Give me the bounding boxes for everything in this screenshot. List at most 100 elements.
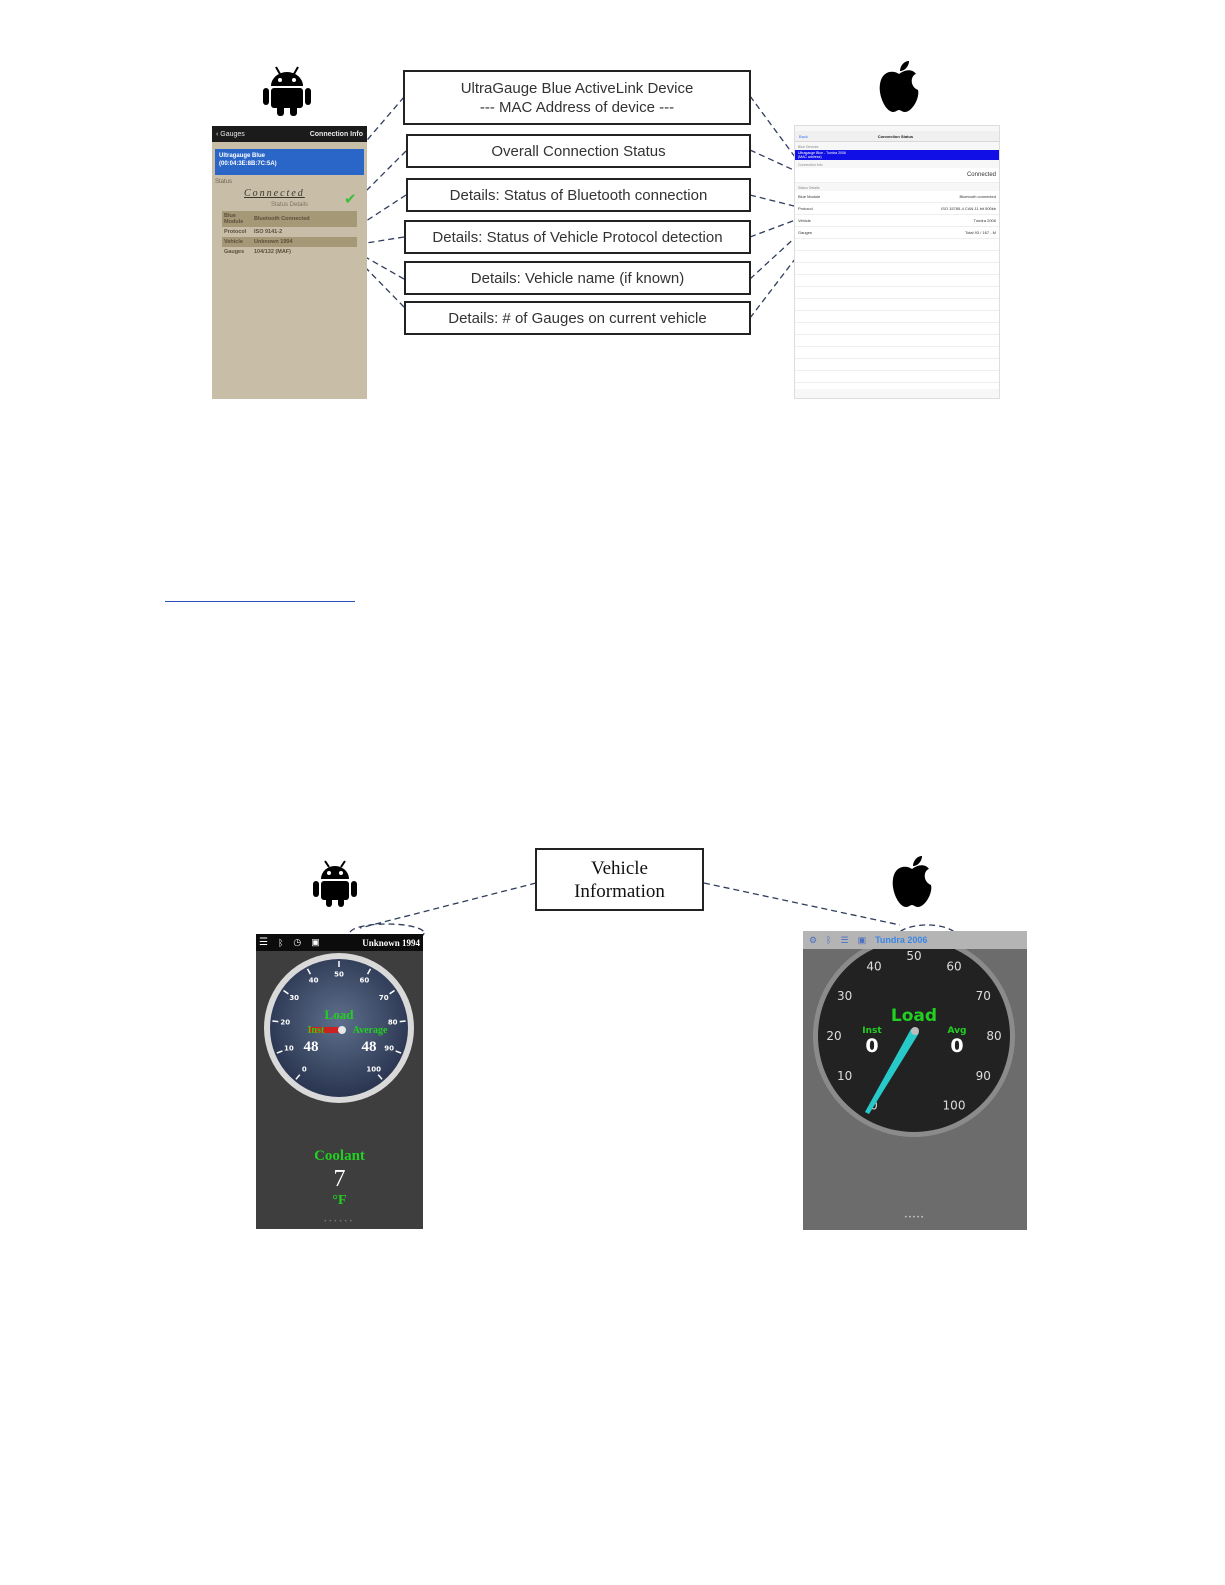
detail-key: Gauges [798,230,813,235]
back-label: Gauges [220,130,245,138]
detail-value: ISO 9141-2 [254,229,283,235]
gauge-title: Load [325,1007,355,1022]
callout-text: Details: # of Gauges on current vehicle [448,309,707,327]
device-mac: (00:04:3E:8B:7C:5A) [219,161,277,167]
clock-icon[interactable]: ◷ [293,937,302,947]
ios-nav-bar: Back Connection Status [795,131,999,142]
status-value: Connected [244,188,305,199]
detail-value: 104/132 (MAF) [254,249,291,255]
vehicle-icon[interactable]: ▣ [857,934,867,945]
hyperlink-underline[interactable] [165,601,355,602]
detail-value: ISO 15765-4 CAN 11 bit 500kb [941,206,996,211]
android-top-bar: ‹ Gauges Connection Info [212,126,367,142]
gauge-tick-label: 90 [976,1069,991,1083]
section-header: Blue Devices [798,145,819,149]
gauge-tick-mark [295,1074,301,1080]
detail-value: Unknown 1994 [254,239,293,245]
bluetooth-icon[interactable]: ᛒ [277,937,284,948]
settings-icon[interactable]: ⚙ [809,934,818,945]
detail-row: Protocol ISO 9141-2 [222,227,357,237]
vehicle-name[interactable]: Tundra 2006 [875,935,928,945]
coolant-label: Coolant [314,1148,365,1164]
callout-text: Vehicle [591,857,648,879]
callout-text: Details: Status of Bluetooth connection [449,186,708,204]
gauge-tick-mark [399,1020,406,1023]
callout-device: UltraGauge Blue ActiveLink Device --- MA… [403,70,751,125]
gauge-tick-label: 90 [384,1045,394,1053]
inst-value: 0 [865,1035,878,1057]
ios-toolbar: ⚙ ᛒ ☰ ▣ Tundra 2006 [803,931,1027,949]
callout-text: Information [574,880,665,902]
inst-label: Inst [862,1026,882,1036]
callout-protocol-status: Details: Status of Vehicle Protocol dete… [404,220,751,254]
apple-icon [879,61,919,112]
detail-value: Bluetooth connected [959,194,996,199]
callout-gauge-count: Details: # of Gauges on current vehicle [404,301,751,335]
page-indicator[interactable]: ••••• [904,1215,926,1221]
device-mac: (MAC address) [798,155,822,159]
android-icon [313,860,357,907]
coolant-value: 7 [333,1166,346,1192]
avg-label: Avg [948,1026,967,1036]
gauge-tick-label: 10 [837,1069,852,1083]
gauge-tick-label: 70 [976,989,991,1003]
device-item[interactable]: Ultragauge Blue (00:04:3E:8B:7C:5A) [215,149,364,175]
device-name: Ultragauge Blue [219,153,266,159]
page-indicator[interactable]: •••••• [324,1219,355,1225]
gauge-tick-label: 40 [309,977,319,985]
section-header: Status Details [798,186,820,190]
detail-value: Bluetooth Connected [254,216,310,222]
vehicle-icon[interactable]: ▣ [311,937,320,947]
detail-key: Vehicle [224,239,243,245]
back-button[interactable]: Back [799,133,808,139]
gauge-tick-mark [377,1074,383,1080]
gauge-tick-label: 100 [943,1098,966,1112]
callout-text: UltraGauge Blue ActiveLink Device [460,79,694,97]
gauge-tick-mark [389,989,395,995]
coolant-unit: °F [332,1193,347,1208]
needle [865,1029,919,1114]
gauge-tick-label: 0 [302,1066,307,1074]
avg-value: 48 [362,1039,377,1055]
ios-gauge-screen: ⚙ ᛒ ☰ ▣ Tundra 2006 01020304050607080901… [803,931,1027,1230]
gauge-tick-label: 50 [334,970,344,978]
needle-hub [911,1027,919,1035]
back-button[interactable]: ‹ Gauges [216,130,245,138]
detail-value: Total 93 / 167 - M [965,230,996,235]
gauge-tick-mark [306,968,312,975]
avg-label: Average [353,1025,388,1036]
device-item[interactable]: Ultragauge Blue - Tundra 2006 (MAC addre… [795,150,999,160]
bluetooth-icon[interactable]: ᛒ [826,935,832,945]
callout-vehicle-information: Vehicle Information [535,848,704,911]
callout-text: Overall Connection Status [491,142,666,160]
callout-vehicle-name: Details: Vehicle name (if known) [404,261,751,295]
gauge-tick-label: 30 [289,994,299,1002]
gauge-title: Load [891,1006,937,1026]
empty-table-area [795,239,999,389]
ios-connection-screen: Back Connection Status Blue Devices Ultr… [794,125,1000,399]
detail-key: Vehicle [798,218,811,223]
callout-bluetooth-status: Details: Status of Bluetooth connection [406,178,751,212]
gauge-tick-label: 20 [280,1019,290,1027]
detail-row: Vehicle Unknown 1994 [222,237,357,247]
android-icon [263,66,311,116]
avg-value: 0 [950,1035,963,1057]
inst-label: Inst [308,1025,325,1036]
detail-key: Protocol [224,229,247,235]
gauge-tick-label: 10 [284,1045,294,1053]
device-name: Ultragauge Blue - Tundra 2006 [798,151,846,155]
apple-icon [892,856,932,907]
menu-icon[interactable]: ☰ [259,937,268,948]
gauge-tick-mark [366,968,372,975]
list-icon[interactable]: ☰ [840,934,849,945]
gauge-tick-mark [395,1050,402,1054]
vehicle-name[interactable]: Unknown 1994 [362,937,420,948]
